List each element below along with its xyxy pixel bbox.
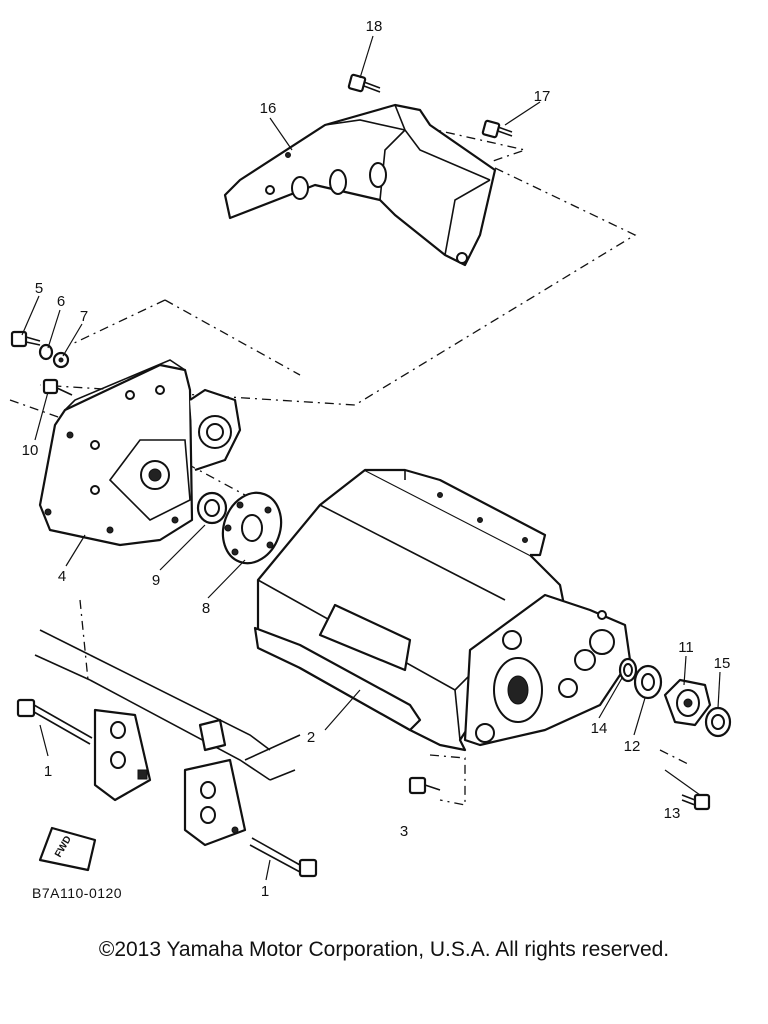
callout-7: 7 bbox=[80, 308, 88, 325]
callout-6: 6 bbox=[57, 293, 65, 310]
part-15-seal[interactable] bbox=[704, 706, 732, 738]
assembly-guide-lines bbox=[9, 122, 691, 806]
part-12-bearing[interactable] bbox=[633, 664, 663, 700]
callout-3: 3 bbox=[400, 823, 408, 840]
part-18-bolt[interactable] bbox=[347, 73, 381, 93]
callout-9: 9 bbox=[152, 572, 160, 589]
part-8-flange[interactable] bbox=[213, 485, 290, 572]
frame-member bbox=[34, 629, 301, 847]
callouts: 18 17 16 5 6 7 10 4 9 8 2 14 12 11 15 13… bbox=[22, 18, 731, 900]
leader-lines bbox=[21, 35, 721, 881]
callout-4: 4 bbox=[58, 568, 66, 585]
callout-5: 5 bbox=[35, 280, 43, 297]
callout-8: 8 bbox=[202, 600, 210, 617]
callout-1-upper: 1 bbox=[44, 763, 52, 780]
callout-15: 15 bbox=[714, 655, 731, 672]
drawing-code: B7A110-0120 bbox=[32, 885, 122, 901]
callout-1-lower: 1 bbox=[261, 883, 269, 900]
part-10-bolt[interactable] bbox=[42, 378, 73, 396]
callout-2: 2 bbox=[307, 729, 315, 746]
callout-16: 16 bbox=[260, 100, 277, 117]
callout-11: 11 bbox=[678, 639, 694, 656]
callout-17: 17 bbox=[534, 88, 551, 105]
part-17-bolt[interactable] bbox=[481, 119, 513, 139]
part-9-bearing[interactable] bbox=[196, 491, 228, 525]
callout-18: 18 bbox=[366, 18, 383, 35]
part-4-side-plate[interactable] bbox=[38, 359, 242, 547]
part-1-bolt-upper[interactable] bbox=[16, 698, 93, 745]
part-11-flange[interactable] bbox=[663, 678, 712, 727]
callout-14: 14 bbox=[591, 720, 608, 737]
callout-12: 12 bbox=[624, 738, 641, 755]
callout-13: 13 bbox=[664, 805, 681, 822]
part-3-bolt[interactable] bbox=[408, 776, 441, 795]
part-1-bolt-lower[interactable] bbox=[249, 837, 318, 878]
part-13-bolt[interactable] bbox=[681, 793, 711, 811]
part-2-main-housing[interactable] bbox=[253, 468, 632, 752]
fwd-arrow: FWD bbox=[38, 826, 97, 872]
part-7-washer[interactable] bbox=[52, 351, 70, 369]
callout-10: 10 bbox=[22, 442, 39, 459]
part-14-seal[interactable] bbox=[618, 657, 638, 683]
part-5-bolt[interactable] bbox=[10, 330, 41, 348]
copyright-notice: ©2013 Yamaha Motor Corporation, U.S.A. A… bbox=[98, 938, 670, 961]
part-16-upper-bracket[interactable] bbox=[223, 103, 497, 267]
part-6-washer[interactable] bbox=[38, 343, 54, 361]
